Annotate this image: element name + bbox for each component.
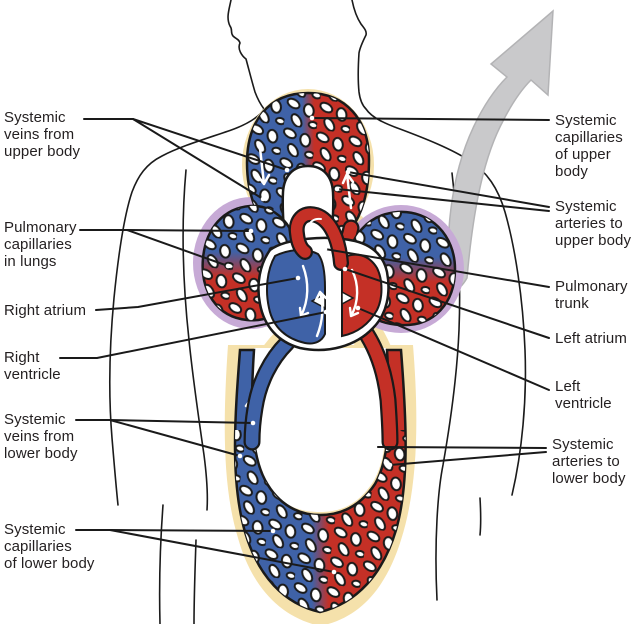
lower-capillary-mesh [235, 430, 406, 612]
descending-aorta [357, 323, 397, 449]
leader-systemic-arteries-lower-b [389, 451, 547, 466]
lower-body-loop [233, 348, 407, 614]
head-profile-right [351, 0, 527, 496]
leader-left-ventricle [357, 307, 550, 391]
leader-systemic-veins-upper-b [132, 118, 264, 200]
label-systemic-arteries-upper-body: Systemic arteries to upper body [555, 198, 632, 249]
leader-systemic-capillaries-lower-a [75, 529, 274, 532]
leg-line-right-inner [479, 497, 482, 536]
leader-endpoint-dots [225, 115, 393, 575]
label-systemic-capillaries-upper-body: Systemic capillaries of upper body [555, 112, 623, 180]
label-pulmonary-trunk: Pulmonary trunk [555, 278, 628, 312]
leader-right-atrium [95, 277, 299, 311]
flow-arrow-icon [447, 9, 554, 295]
leg-line-left-outer [158, 504, 164, 624]
leader-systemic-veins-lower-b [109, 419, 241, 457]
leader-systemic-arteries-upper-a [347, 171, 550, 208]
leader-pulmonary-capillaries-b [126, 229, 229, 267]
leader-systemic-arteries-upper-b [336, 188, 550, 212]
leader-pulmonary-capillaries-a [79, 229, 252, 232]
label-systemic-capillaries-lower-body: Systemic capillaries of lower body [4, 521, 95, 572]
leader-left-atrium [344, 268, 550, 339]
head-profile-left [109, 0, 265, 506]
label-right-ventricle: Right ventricle [4, 349, 61, 383]
label-left-ventricle: Left ventricle [555, 378, 612, 412]
label-systemic-veins-upper-body: Systemic veins from upper body [4, 109, 81, 160]
torso-line-left [182, 169, 209, 511]
label-left-atrium: Left atrium [555, 330, 627, 347]
heart [257, 206, 390, 352]
leader-pulmonary-trunk [324, 248, 550, 288]
label-systemic-arteries-lower-body: Systemic arteries to lower body [552, 436, 626, 487]
leader-systemic-capillaries-upper [311, 117, 550, 121]
leader-systemic-capillaries-lower-b [109, 529, 335, 573]
mitral-valve [341, 290, 355, 306]
leg-line-left-inner [193, 539, 197, 624]
label-right-atrium: Right atrium [4, 302, 87, 319]
lower-loop-inner-hole [252, 348, 388, 512]
leader-right-ventricle [59, 311, 327, 359]
leader-lines [59, 117, 550, 573]
inferior-vena-cava [245, 336, 294, 449]
label-pulmonary-capillaries-lungs: Pulmonary capillaries in lungs [4, 219, 77, 270]
pulmonary-trunk-vessel [290, 208, 347, 269]
label-systemic-veins-lower-body: Systemic veins from lower body [4, 411, 78, 462]
leader-systemic-arteries-lower-a [374, 446, 547, 449]
